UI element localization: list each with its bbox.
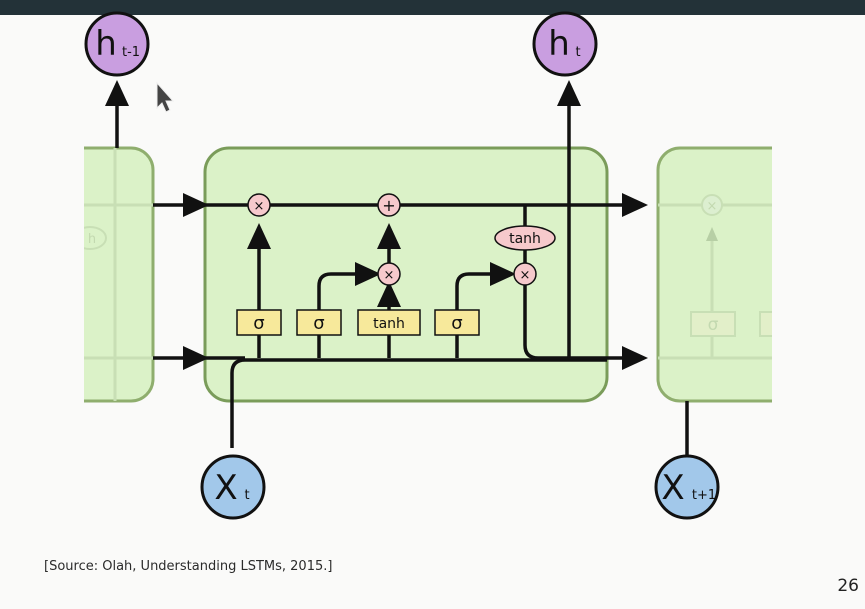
output-multiply-label: × bbox=[520, 268, 531, 283]
input-gate-label: σ bbox=[313, 313, 324, 334]
input-node-next: X t+1 bbox=[654, 454, 720, 520]
h-prev-sub: t-1 bbox=[122, 45, 140, 60]
mouse-cursor-icon bbox=[156, 81, 175, 113]
page-number: 26 bbox=[837, 576, 859, 596]
forget-multiply-label: × bbox=[254, 199, 265, 214]
add-op bbox=[377, 193, 401, 217]
input-gate bbox=[296, 309, 342, 336]
candidate-gate-label: tanh bbox=[373, 316, 405, 332]
cell-tanh-op bbox=[494, 225, 556, 251]
faded-prev-tanh-label: h bbox=[88, 232, 96, 247]
left-mask bbox=[0, 140, 84, 410]
x-curr-main: X bbox=[214, 468, 237, 508]
faded-multiply-op bbox=[701, 194, 723, 216]
add-op-label: + bbox=[382, 196, 395, 215]
output-node-curr: h t bbox=[532, 11, 598, 77]
input-multiply-op bbox=[377, 262, 401, 286]
output-node-prev: h t-1 bbox=[84, 11, 150, 77]
forget-multiply-op bbox=[247, 193, 271, 217]
lstm-cell bbox=[203, 146, 609, 403]
source-caption: [Source: Olah, Understanding LSTMs, 2015… bbox=[44, 559, 333, 574]
gate-boxes: σ σ tanh σ bbox=[236, 309, 480, 336]
faded-multiply-label: × bbox=[707, 199, 718, 214]
pointwise-ops: × + × × tanh bbox=[247, 193, 556, 286]
flow-lines bbox=[105, 80, 689, 455]
h-curr-main: h bbox=[548, 24, 570, 64]
output-gate-label: σ bbox=[451, 313, 462, 334]
x-curr-sub: t bbox=[244, 488, 249, 503]
candidate-gate bbox=[357, 309, 421, 336]
output-multiply-op bbox=[513, 262, 537, 286]
h-curr-sub: t bbox=[575, 45, 580, 60]
right-mask bbox=[772, 140, 865, 410]
output-gate bbox=[434, 309, 480, 336]
input-node-curr: X t bbox=[200, 454, 266, 520]
forget-gate-label: σ bbox=[253, 313, 264, 334]
x-next-sub: t+1 bbox=[692, 488, 716, 503]
x-next-main: X bbox=[661, 468, 684, 508]
h-prev-main: h bbox=[95, 24, 117, 64]
cell-tanh-label: tanh bbox=[509, 231, 541, 247]
top-bar bbox=[0, 0, 865, 15]
input-multiply-label: × bbox=[384, 268, 395, 283]
forget-gate bbox=[236, 309, 282, 336]
faded-sigma-label: σ bbox=[708, 315, 719, 335]
faded-sigma-gate bbox=[690, 311, 736, 337]
